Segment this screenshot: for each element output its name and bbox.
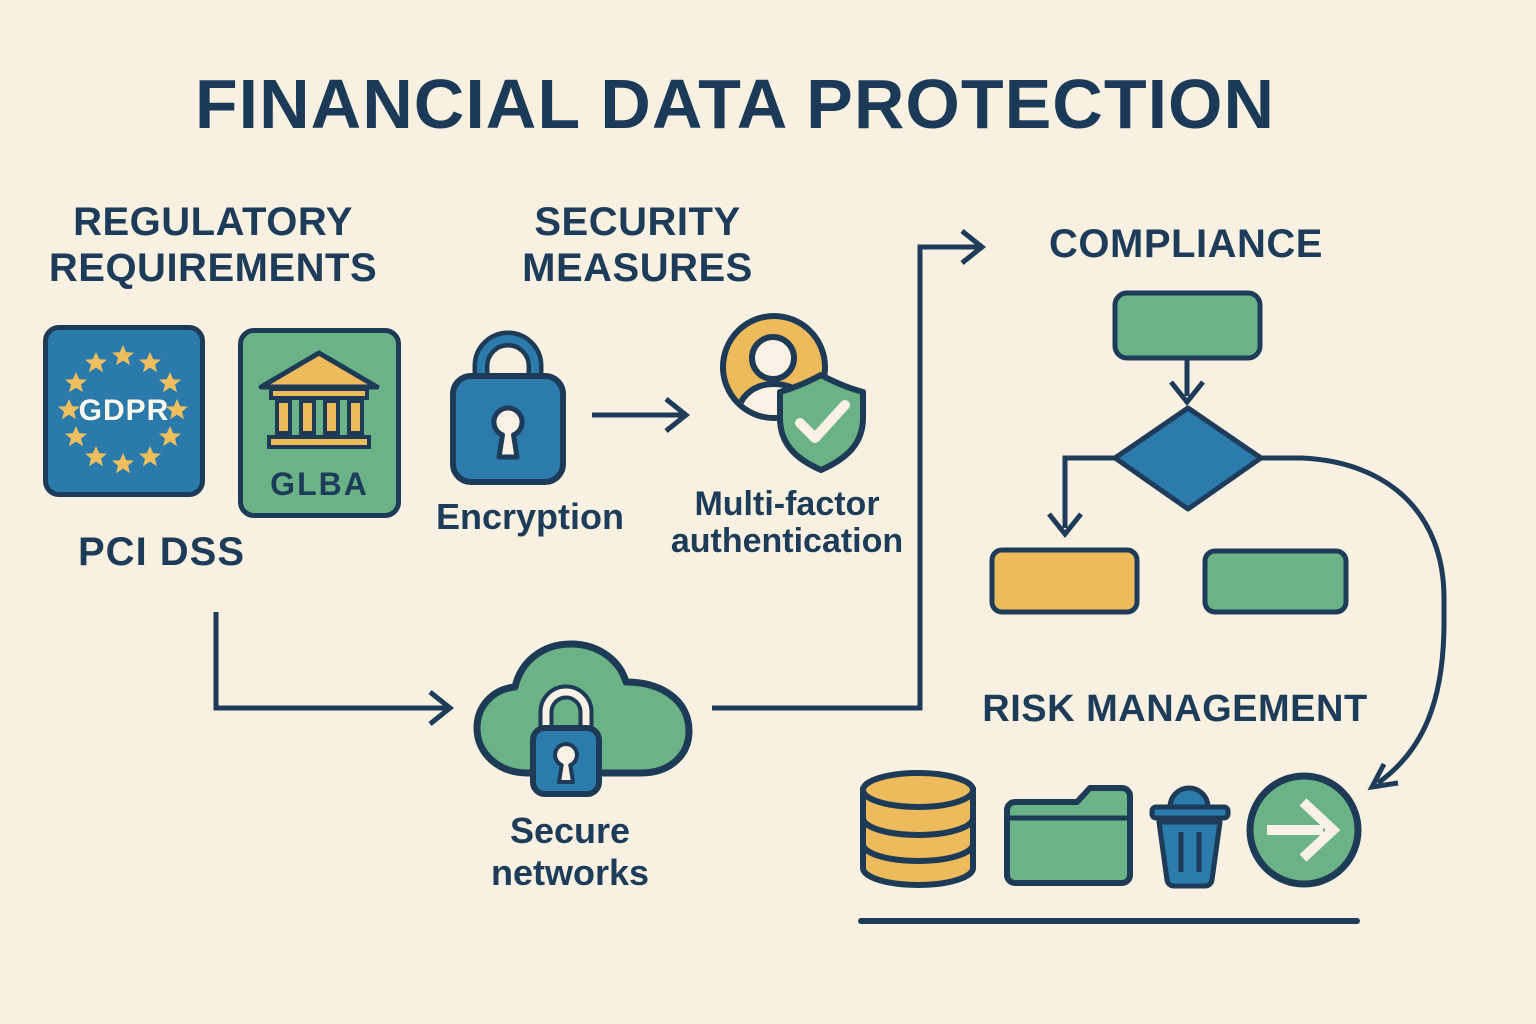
secure-networks-label: Secure networks (490, 810, 650, 893)
mfa-label: Multi-factor authentication (657, 486, 917, 559)
user-shield-check-icon (720, 313, 866, 473)
mfa-label-line1: Multi-factor (694, 485, 880, 523)
arrow-diamond-to-left-box (1062, 455, 1116, 528)
pci-dss-label: PCI DSS (78, 530, 246, 574)
database-icon (860, 770, 976, 888)
glba-label: GLBA (270, 466, 369, 502)
risk-heading: RISK MANAGEMENT (982, 688, 1368, 730)
arrow-circle-icon (1246, 772, 1362, 888)
regulatory-heading: REGULATORY REQUIREMENTS (48, 200, 378, 290)
padlock-icon (450, 330, 566, 485)
security-heading: SECURITY MEASURES (522, 200, 753, 290)
risk-icons (860, 770, 1362, 889)
compliance-heading: COMPLIANCE (1049, 222, 1323, 266)
page-title: FINANCIAL DATA PROTECTION (194, 65, 1276, 143)
cloud-lock-icon (473, 640, 693, 797)
shield (777, 372, 866, 473)
glba-badge: GLBA (238, 328, 401, 518)
trash-icon (1149, 785, 1231, 889)
arrow-regulatory-to-cloud (213, 612, 446, 711)
gdpr-badge: GDPR (43, 325, 205, 497)
bank-icon (258, 350, 380, 449)
gdpr-label: GDPR (78, 394, 170, 427)
flow-process-box-left (989, 547, 1140, 615)
user-head (749, 334, 797, 382)
arrow-diamond-to-risk (1261, 455, 1447, 786)
risk-underline (858, 918, 1360, 924)
flow-process-box-right (1202, 548, 1349, 615)
flow-decision-diamond (1112, 405, 1264, 512)
arrow-cloud-to-compliance (712, 244, 978, 711)
mfa-label-line2: authentication (670, 521, 904, 560)
flow-process-box-top (1112, 290, 1263, 361)
folder-icon (1004, 785, 1133, 886)
encryption-label: Encryption (435, 496, 624, 537)
check-mark (795, 400, 850, 443)
